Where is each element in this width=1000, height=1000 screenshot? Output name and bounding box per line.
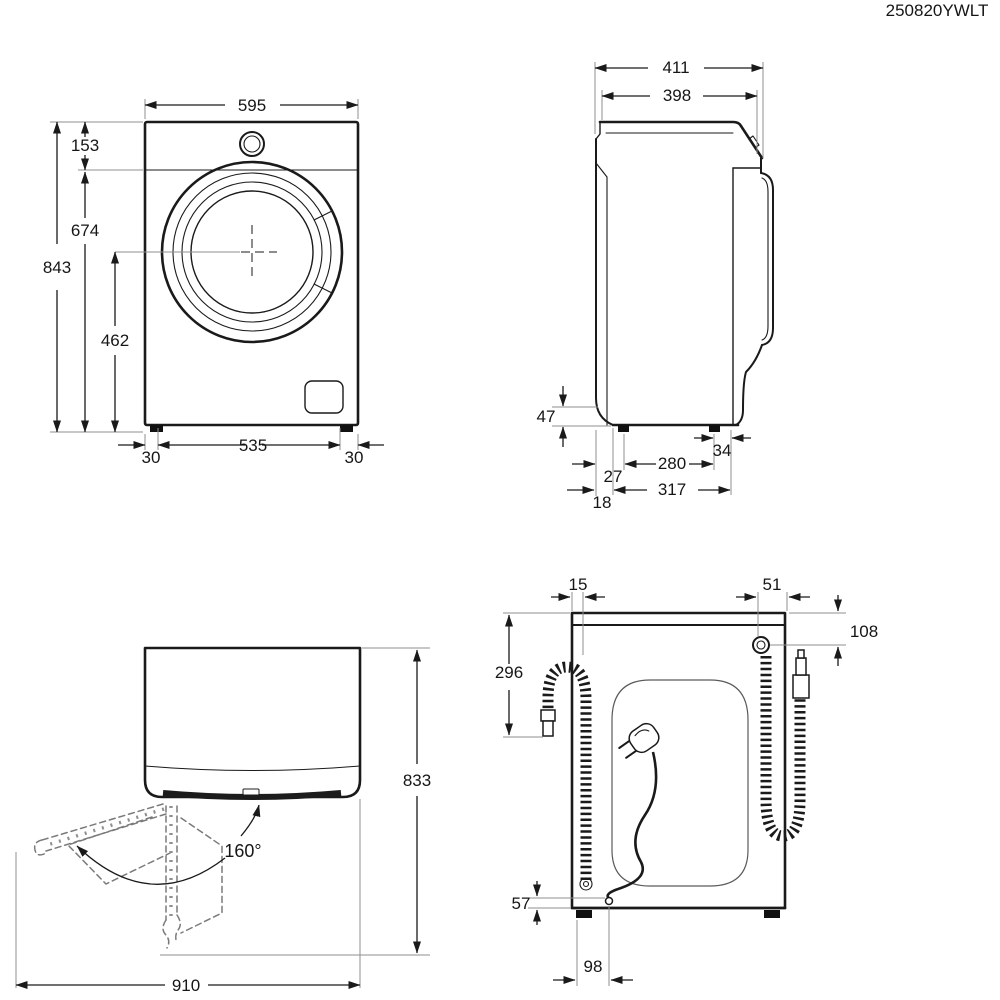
dim-height: 843 bbox=[43, 258, 71, 277]
dim-feet-spacing: 535 bbox=[239, 436, 267, 455]
dim-depth-with-door: 411 bbox=[662, 58, 689, 77]
dim-rear-to-front-foot: 27 bbox=[604, 467, 623, 486]
front-body bbox=[143, 120, 360, 427]
dim-front-foot-offset: 34 bbox=[713, 441, 732, 460]
dim-rear-offset: 18 bbox=[593, 493, 612, 512]
dim-foot-inset-left: 30 bbox=[142, 448, 161, 467]
dim-front-width: 595 bbox=[238, 96, 266, 115]
dim-door-angle: 160° bbox=[224, 841, 261, 861]
door-closed bbox=[162, 790, 342, 800]
dim-depth-door-open: 833 bbox=[403, 771, 431, 790]
foot bbox=[709, 425, 720, 432]
top-view-door-swing: 160° 833 910 bbox=[15, 646, 431, 995]
dim-width-door-open: 910 bbox=[172, 976, 200, 995]
dim-foot-inset-right: 30 bbox=[345, 448, 364, 467]
drawing-code: 250820YWLT bbox=[886, 1, 989, 20]
door-handle bbox=[242, 788, 260, 796]
dim-outlet-above-floor: 57 bbox=[512, 894, 531, 913]
back-edge bbox=[595, 138, 614, 426]
foot bbox=[150, 425, 163, 432]
foot bbox=[764, 910, 780, 918]
pump-filter-door bbox=[304, 380, 344, 414]
dim-panel-height: 153 bbox=[71, 136, 99, 155]
top-body bbox=[143, 646, 362, 799]
front-view: 595 153 674 843 462 30 535 30 bbox=[43, 96, 384, 467]
program-knob bbox=[239, 131, 265, 157]
dim-depth-body: 398 bbox=[663, 86, 691, 105]
rear-body bbox=[570, 611, 787, 910]
dim-drain-from-left: 15 bbox=[569, 575, 588, 594]
dim-panel-to-floor: 674 bbox=[71, 221, 99, 240]
drain-hose bbox=[540, 661, 593, 891]
power-cable bbox=[604, 722, 660, 906]
rear-view-hoses: 15 51 108 296 57 98 bbox=[495, 575, 878, 986]
inlet-hose bbox=[752, 636, 810, 842]
door-open-90 bbox=[162, 805, 223, 949]
dim-outlet-from-left: 98 bbox=[584, 957, 603, 976]
dim-rear-chamfer: 47 bbox=[537, 407, 556, 426]
door-swing-arc bbox=[76, 845, 226, 885]
foot bbox=[576, 910, 592, 918]
dim-base-depth: 317 bbox=[658, 480, 686, 499]
back-panel-recess bbox=[611, 679, 749, 887]
side-view: 411 398 47 34 280 27 317 18 bbox=[537, 58, 774, 512]
dim-drain-hook: 296 bbox=[495, 663, 523, 682]
dim-inlet-from-right: 51 bbox=[763, 575, 782, 594]
display-detail bbox=[748, 135, 760, 149]
dim-side-feet-spacing: 280 bbox=[658, 454, 686, 473]
door-open-160 bbox=[33, 803, 171, 885]
angle-leader-arrow bbox=[240, 804, 261, 837]
door-bulge bbox=[760, 172, 774, 346]
worktop bbox=[598, 120, 764, 160]
dim-door-center-height: 462 bbox=[101, 331, 129, 350]
foot bbox=[618, 425, 629, 432]
dim-inlet-below-top: 108 bbox=[850, 622, 878, 641]
foot bbox=[340, 425, 353, 432]
